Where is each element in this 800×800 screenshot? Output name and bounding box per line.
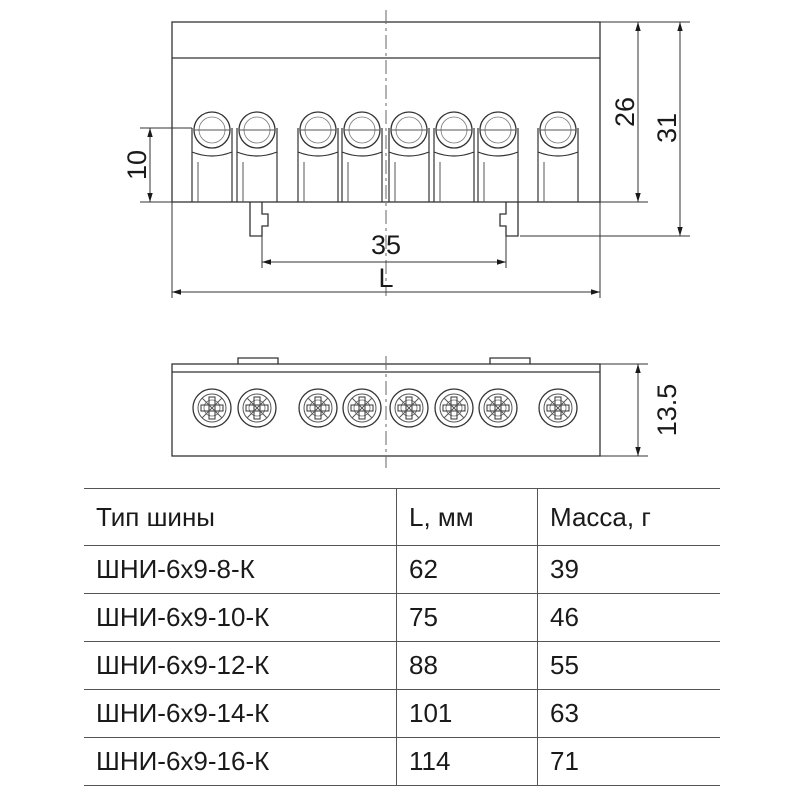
screw-top-icon — [478, 388, 518, 428]
cell-mass: 71 — [537, 737, 720, 786]
cell-length: 101 — [396, 689, 538, 738]
cell-length: 88 — [396, 641, 538, 690]
terminal-front — [297, 111, 339, 202]
screw-top-icon — [434, 388, 474, 428]
table-row: ШНИ-6х9-14-К 101 63 — [84, 689, 720, 738]
header-length: L, мм — [396, 488, 538, 546]
terminal-front — [341, 111, 383, 202]
terminal-front — [477, 111, 519, 202]
table-row: ШНИ-6х9-8-К 62 39 — [84, 545, 720, 594]
front-dimensions — [140, 21, 690, 298]
terminal-front — [236, 111, 278, 202]
spec-table: Тип шины L, мм Масса, г ШНИ-6х9-8-К 62 3… — [84, 488, 720, 786]
cell-type: ШНИ-6х9-8-К — [84, 545, 397, 594]
right-rail-clip — [499, 202, 519, 237]
top-dimensions — [600, 363, 648, 457]
left-rail-clip — [249, 202, 269, 237]
cell-mass: 46 — [537, 593, 720, 642]
cell-type: ШНИ-6х9-14-К — [84, 689, 397, 738]
header-mass: Масса, г — [537, 488, 720, 546]
table-row: ШНИ-6х9-12-К 88 55 — [84, 641, 720, 690]
dim-label-31: 31 — [652, 113, 682, 143]
dim-label-L: L — [378, 263, 393, 293]
dim-label-26: 26 — [610, 97, 640, 127]
cell-mass: 55 — [537, 641, 720, 690]
top-screw-group — [192, 388, 578, 428]
cell-mass: 39 — [537, 545, 720, 594]
cell-length: 75 — [396, 593, 538, 642]
cell-type: ШНИ-6х9-12-К — [84, 641, 397, 690]
screw-top-icon — [538, 388, 578, 428]
front-view — [171, 10, 601, 296]
terminal-front — [191, 111, 233, 202]
technical-drawing: 26 31 10 35 L 13.5 — [122, 10, 690, 468]
cell-mass: 63 — [537, 689, 720, 738]
screw-top-icon — [389, 388, 429, 428]
header-type: Тип шины — [84, 488, 397, 546]
dim-label-13-5: 13.5 — [652, 384, 682, 437]
cell-type: ШНИ-6х9-10-К — [84, 593, 397, 642]
cell-type: ШНИ-6х9-16-К — [84, 737, 397, 786]
front-screw-group — [191, 111, 579, 202]
dim-label-10: 10 — [122, 150, 152, 180]
screw-top-icon — [192, 388, 232, 428]
screw-top-icon — [237, 388, 277, 428]
table-header-row: Тип шины L, мм Масса, г — [84, 488, 720, 546]
terminal-front — [433, 111, 475, 202]
terminal-front — [388, 111, 430, 202]
screw-top-icon — [298, 388, 338, 428]
terminal-front — [537, 111, 579, 202]
top-view — [171, 356, 601, 468]
dim-label-35: 35 — [371, 230, 401, 260]
screw-top-icon — [342, 388, 382, 428]
cell-length: 114 — [396, 737, 538, 786]
cell-length: 62 — [396, 545, 538, 594]
table-row: ШНИ-6х9-10-К 75 46 — [84, 593, 720, 642]
table-row: ШНИ-6х9-16-К 114 71 — [84, 737, 720, 786]
